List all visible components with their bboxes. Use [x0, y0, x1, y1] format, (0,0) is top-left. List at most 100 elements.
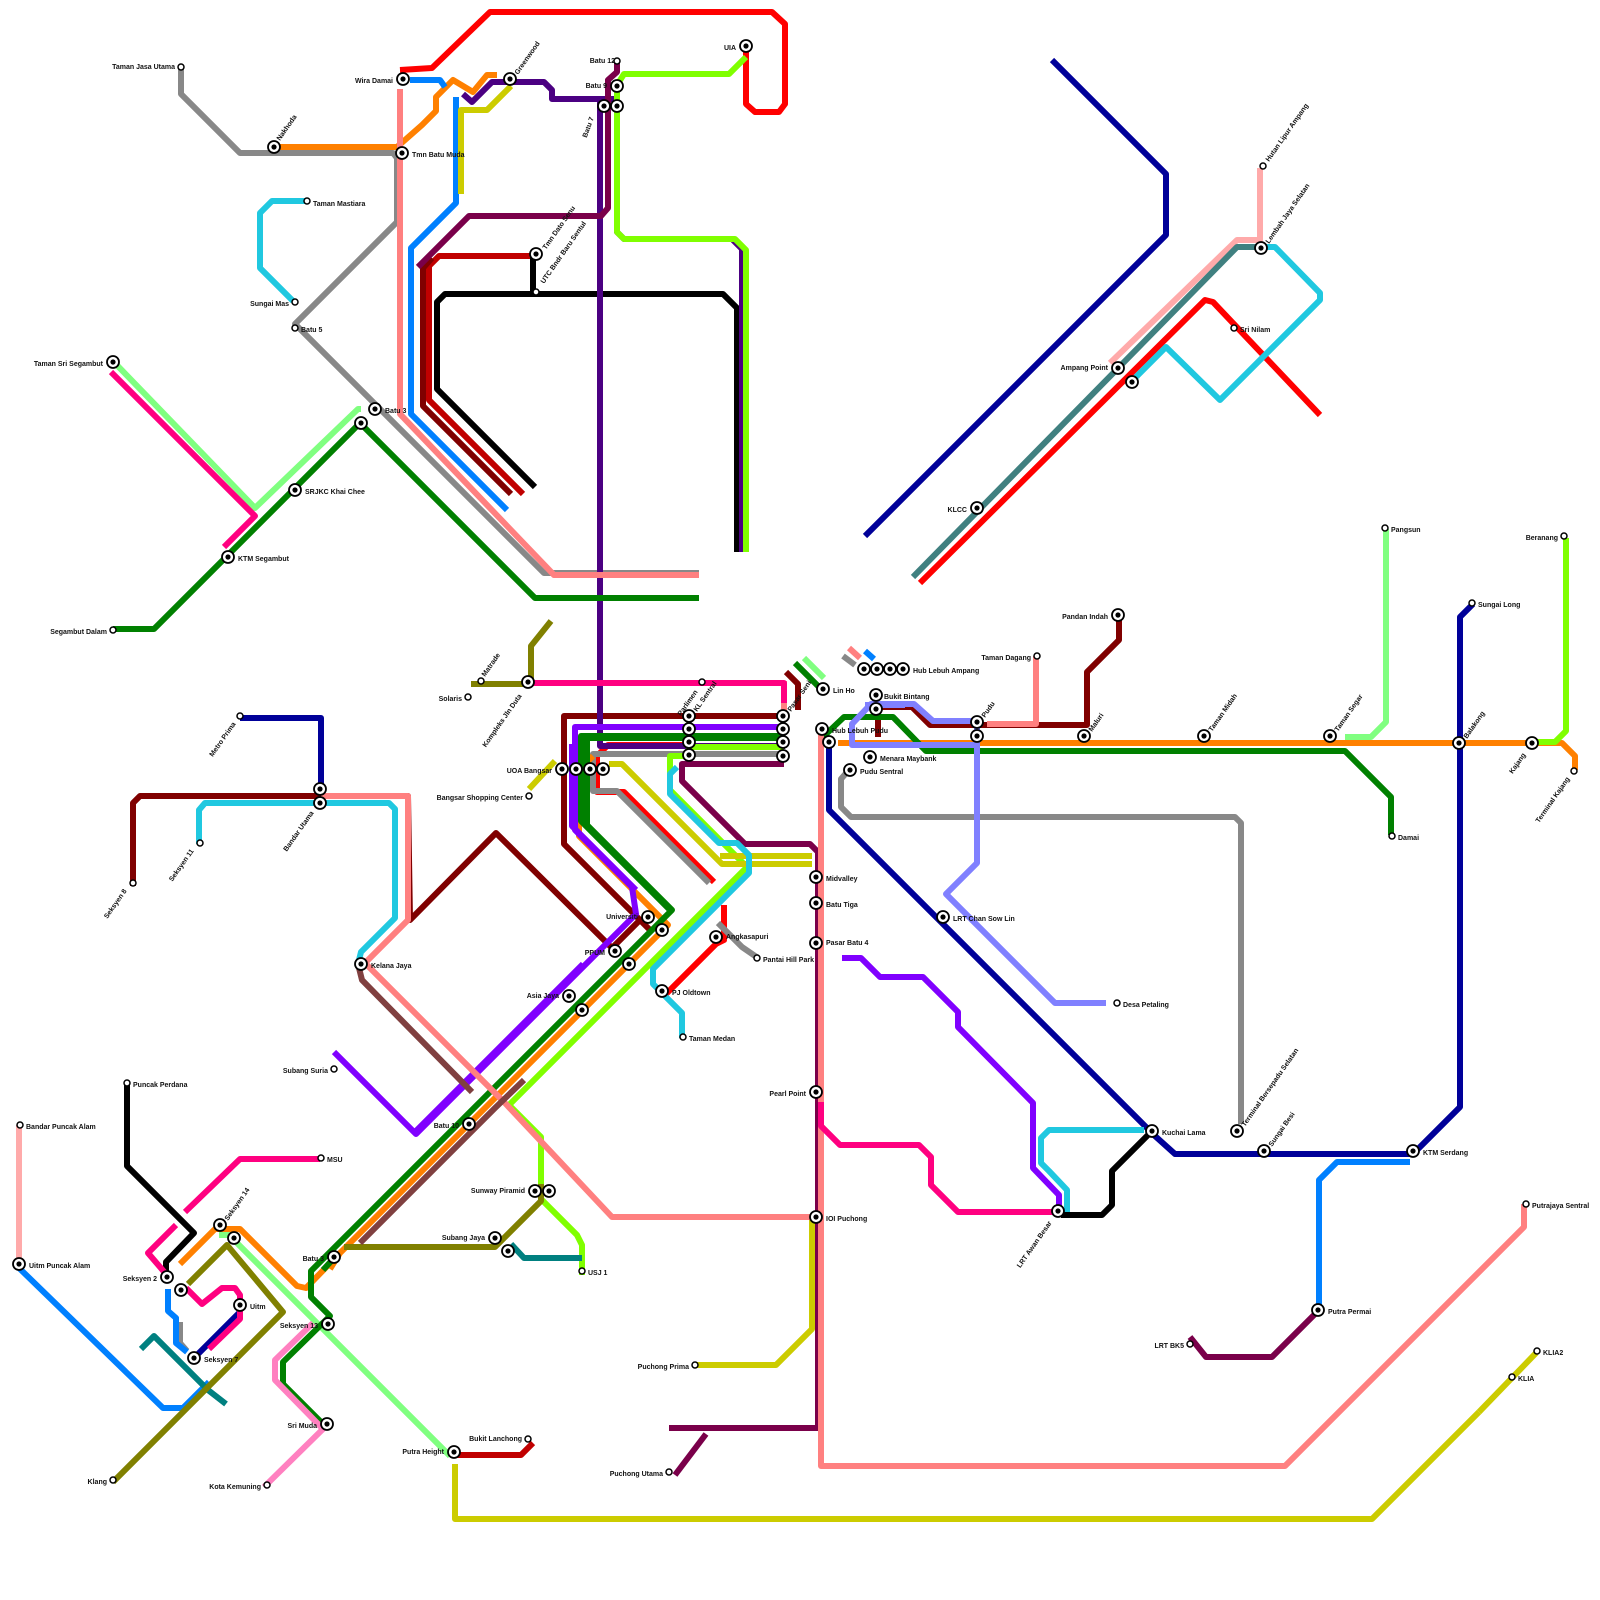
station-desa-petaling[interactable]: Desa Petaling	[1114, 1000, 1169, 1009]
station-msu[interactable]: MSU	[318, 1155, 343, 1164]
station-subang-jaya[interactable]: Subang Jaya	[442, 1232, 501, 1244]
station-seksyen-7[interactable]: Seksyen 7	[188, 1352, 238, 1364]
station-klang[interactable]: Klang	[88, 1477, 116, 1486]
station-matrade[interactable]: Matrade	[478, 652, 502, 684]
station-uitm-puncak-alam[interactable]: Uitm Puncak Alam	[13, 1258, 90, 1270]
station-sunway-piramid[interactable]: Sunway Piramid	[471, 1185, 541, 1197]
station-interchange-34[interactable]	[683, 749, 695, 761]
station-interchange-72[interactable]	[597, 763, 609, 775]
station-klcc[interactable]: KLCC	[948, 502, 983, 514]
station-batu-10[interactable]: Batu 10	[434, 1118, 475, 1130]
station-kuchai-lama[interactable]: Kuchai Lama	[1146, 1125, 1206, 1137]
station-uoa-bangsar[interactable]: UOA Bangsar	[507, 763, 568, 775]
station-ampang-point[interactable]: Ampang Point	[1061, 362, 1124, 374]
station-sungai-besi[interactable]: Sungai Besi	[1258, 1111, 1297, 1157]
station-interchange-41[interactable]	[871, 663, 883, 675]
station-bangsar-shopping-center[interactable]: Bangsar Shopping Center	[437, 793, 532, 802]
station-interchange-52[interactable]	[971, 730, 983, 742]
station-interchange-42[interactable]	[884, 663, 896, 675]
station-interchange-33[interactable]	[683, 736, 695, 748]
station-taman-dagang[interactable]: Taman Dagang	[981, 653, 1040, 662]
station-interchange-70[interactable]	[570, 763, 582, 775]
station-interchange-89[interactable]	[576, 1004, 588, 1016]
station-pantai-hill-park[interactable]: Pantai Hill Park	[754, 955, 814, 964]
station-lembah-jaya-selatan[interactable]: Lembah Jaya Selatan	[1255, 183, 1311, 254]
station-ktm-segambut[interactable]: KTM Segambut	[222, 551, 290, 563]
station-puchong-utama[interactable]: Puchong Utama	[610, 1469, 672, 1478]
station-seksyen-13[interactable]: Seksyen 13	[280, 1318, 334, 1330]
station-interchange-40[interactable]	[858, 663, 870, 675]
station-taman-jasa-utama[interactable]: Taman Jasa Utama	[112, 64, 184, 71]
station-interchange-17[interactable]	[355, 417, 367, 429]
station-usj-1[interactable]: USJ 1	[579, 1268, 608, 1277]
station-sungai-long[interactable]: Sungai Long	[1469, 600, 1520, 609]
station-lin-ho[interactable]: Lin Ho	[817, 683, 855, 695]
station-lrt-bk5[interactable]: LRT BK5	[1154, 1341, 1193, 1350]
station-uia[interactable]: UIA	[724, 40, 752, 52]
station-interchange-32[interactable]	[683, 723, 695, 735]
station-kota-kemuning[interactable]: Kota Kemuning	[209, 1482, 270, 1491]
station-interchange-82[interactable]	[623, 958, 635, 970]
station-interchange-101[interactable]	[228, 1232, 240, 1244]
station-greenwood[interactable]: Greenwood	[504, 41, 542, 85]
station-batu-tiga[interactable]: Batu Tiga	[810, 897, 858, 909]
station-interchange-109[interactable]	[175, 1284, 187, 1296]
station-puncak-perdana[interactable]: Puncak Perdana	[124, 1080, 188, 1089]
station-bukit-bintang[interactable]: Bukit Bintang	[870, 689, 930, 701]
station-interchange-112[interactable]	[502, 1245, 514, 1257]
station-metro-prima[interactable]: Metro Prima	[209, 713, 243, 758]
station-seksyen-14[interactable]: Seksyen 14	[214, 1187, 252, 1231]
station-interchange-103[interactable]	[543, 1185, 555, 1197]
station-ktm-serdang[interactable]: KTM Serdang	[1407, 1145, 1468, 1157]
station-taman-mastiara[interactable]: Taman Mastiara	[304, 198, 365, 208]
station-batu-5[interactable]: Batu 5	[292, 325, 323, 334]
station-hub-lebuh-ampang[interactable]: Hub Lebuh Ampang	[897, 663, 979, 675]
station-segambut-dalam[interactable]: Segambut Dalam	[50, 627, 116, 636]
station-ioi-puchong[interactable]: IOI Puchong	[810, 1211, 867, 1223]
station-putrajaya-sentral[interactable]: Putrajaya Sentral	[1523, 1201, 1589, 1210]
station-midvalley[interactable]: Midvalley	[810, 871, 858, 883]
station-pasar-batu-4[interactable]: Pasar Batu 4	[810, 937, 869, 949]
station-pearl-point[interactable]: Pearl Point	[769, 1086, 822, 1098]
station-pudu-sentral[interactable]: Pudu Sentral	[844, 764, 903, 776]
station-batu-3[interactable]: Batu 3	[303, 1251, 340, 1263]
station-interchange-71[interactable]	[584, 763, 596, 775]
station-wira-damai[interactable]: Wira Damai	[355, 73, 409, 85]
station-taman-medan[interactable]: Taman Medan	[680, 1034, 735, 1043]
station-kelana-jaya[interactable]: Kelana Jaya	[355, 958, 412, 970]
station-taman-sri-segambut[interactable]: Taman Sri Segambut	[34, 356, 119, 368]
station-sri-nilam[interactable]: Sri Nilam	[1231, 325, 1270, 334]
station-bandar-puncak-alam[interactable]: Bandar Puncak Alam	[17, 1122, 96, 1131]
station-klia2[interactable]: KLIA2	[1534, 1348, 1563, 1357]
station-interchange-37[interactable]	[777, 736, 789, 748]
station-seksyen-8[interactable]: Seksyen 8	[103, 880, 136, 920]
station-damai[interactable]: Damai	[1389, 833, 1419, 842]
station-putra-height[interactable]: Putra Height	[402, 1446, 460, 1458]
station-interchange-65[interactable]	[314, 783, 326, 795]
station-srjkc-khai-chee[interactable]: SRJKC Khai Chee	[289, 484, 365, 496]
station-hutan-lipur-ampang[interactable]: Hutan Lipur Ampang	[1260, 103, 1310, 169]
station-interchange-80[interactable]	[656, 924, 668, 936]
station-interchange-47[interactable]	[823, 736, 835, 748]
station-beranang[interactable]: Beranang	[1526, 533, 1567, 542]
station-interchange-36[interactable]	[777, 723, 789, 735]
station-interchange-38[interactable]	[777, 750, 789, 762]
station-taman-midah[interactable]: Taman Midah	[1198, 693, 1239, 742]
station-pandan-indah[interactable]: Pandan Indah	[1062, 609, 1124, 621]
station-seksyen-2[interactable]: Seksyen 2	[123, 1271, 173, 1283]
station-terminal-kajang[interactable]: Terminal Kajang	[1535, 768, 1577, 824]
station-seksyen-11[interactable]: Seksyen 11	[168, 840, 203, 883]
station-lrt-chan-sow-lin[interactable]: LRT Chan Sow Lin	[937, 911, 1015, 923]
station-uitm[interactable]: Uitm	[234, 1299, 266, 1311]
station-subang-suria[interactable]: Subang Suria	[283, 1066, 337, 1075]
station-pj-oldtown[interactable]: PJ Oldtown	[656, 985, 711, 997]
station-batu-12[interactable]: Batu 12	[590, 58, 620, 65]
station-interchange-45[interactable]	[870, 703, 882, 715]
station-putra-permai[interactable]: Putra Permai	[1312, 1304, 1371, 1316]
station-batu-9[interactable]: Batu 9	[586, 80, 623, 92]
station-solaris[interactable]: Solaris	[439, 694, 471, 703]
station-puchong-prima[interactable]: Puchong Prima	[638, 1362, 698, 1371]
station-interchange-4[interactable]	[611, 100, 623, 112]
station-bukit-lanchong[interactable]: Bukit Lanchong	[469, 1436, 531, 1443]
station-interchange-25[interactable]	[1126, 376, 1138, 388]
